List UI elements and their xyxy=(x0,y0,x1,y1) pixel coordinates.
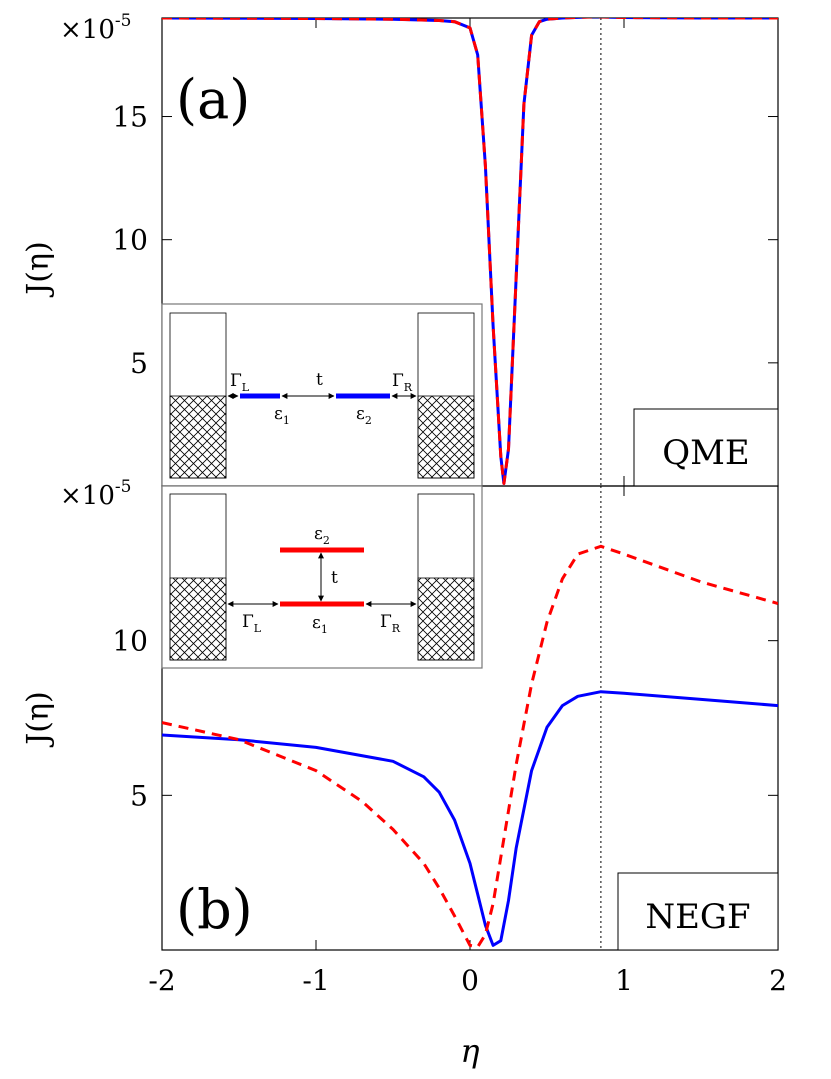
xtick-label-2: 0 xyxy=(461,964,479,997)
panel-a-label: (a) xyxy=(176,68,250,131)
series-line-a-dashed xyxy=(162,18,778,485)
right-lead-filled-b xyxy=(417,577,475,661)
panel-b-label: (b) xyxy=(176,878,253,941)
ytick-label-b-0: 5 xyxy=(130,779,148,812)
left-lead-filled-b xyxy=(169,577,227,661)
svg-text:ΓR: ΓR xyxy=(392,371,413,394)
left-lead-filled xyxy=(169,395,227,479)
xtick-label-4: 2 xyxy=(769,964,787,997)
panel-b: 5 10 -2 -1 0 1 2 ×10-5 J(η) (b) NEGF η ε2 t ΓL… xyxy=(21,477,787,1070)
negf-label-box xyxy=(617,872,779,951)
right-lead-filled xyxy=(417,395,475,479)
svg-text:ε1: ε1 xyxy=(312,613,328,636)
svg-text:ε2: ε2 xyxy=(356,404,372,427)
panel-a: 5 10 15 ×10-5 J(η) (a) QME ΓL t ΓR ε1 ε2 xyxy=(21,11,779,487)
panel-a-ylabel: J(η) xyxy=(21,241,56,297)
ytick-label-a-0: 5 xyxy=(130,347,148,380)
svg-text:ε1: ε1 xyxy=(274,404,290,427)
svg-text:ΓR: ΓR xyxy=(380,612,401,635)
svg-text:ΓL: ΓL xyxy=(242,612,262,635)
panel-b-ylabel: J(η) xyxy=(21,691,56,747)
ytick-label-a-2: 15 xyxy=(112,101,148,134)
ytick-label-a-1: 10 xyxy=(112,224,148,257)
xtick-label-0: -2 xyxy=(148,964,175,997)
panel-a-exponent: ×10-5 xyxy=(60,11,131,45)
x-axis-label: η xyxy=(460,1032,479,1070)
ytick-label-b-1: 10 xyxy=(112,625,148,658)
svg-text:ΓL: ΓL xyxy=(230,371,250,394)
inset-a-diagram: ΓL t ΓR ε1 ε2 xyxy=(161,303,483,487)
negf-label: NEGF xyxy=(645,897,750,937)
xtick-label-3: 1 xyxy=(615,964,633,997)
series-line-b-dashed xyxy=(162,544,778,949)
svg-text:t: t xyxy=(331,568,338,588)
xtick-label-1: -1 xyxy=(302,964,329,997)
svg-text:ε2: ε2 xyxy=(314,524,330,547)
svg-text:t: t xyxy=(316,370,323,390)
inset-b-diagram: ε2 t ΓL ε1 ΓR xyxy=(161,485,483,669)
qme-label: QME xyxy=(662,433,750,473)
series-line-b-solid xyxy=(162,690,778,947)
panel-b-exponent: ×10-5 xyxy=(60,477,131,511)
